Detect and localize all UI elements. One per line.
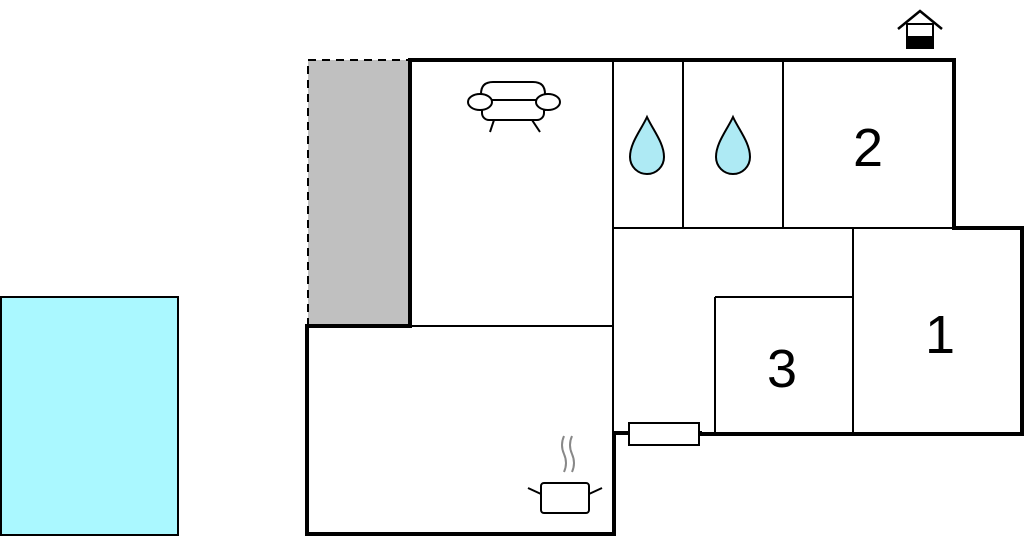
terrace [307, 59, 410, 326]
swimming-pool [0, 296, 179, 536]
room-1-label: 1 [925, 305, 955, 365]
sofa-icon [467, 81, 561, 133]
house-entrance-icon [897, 9, 943, 49]
interior-walls [410, 60, 954, 434]
room-2-label: 2 [853, 118, 883, 178]
room-3-label: 3 [767, 339, 797, 399]
fireplace-icon [628, 422, 700, 446]
outer-walls [305, 58, 1024, 536]
water-drop-icon [714, 114, 752, 175]
cooking-pot-icon [527, 435, 603, 514]
water-drop-icon [628, 114, 666, 175]
